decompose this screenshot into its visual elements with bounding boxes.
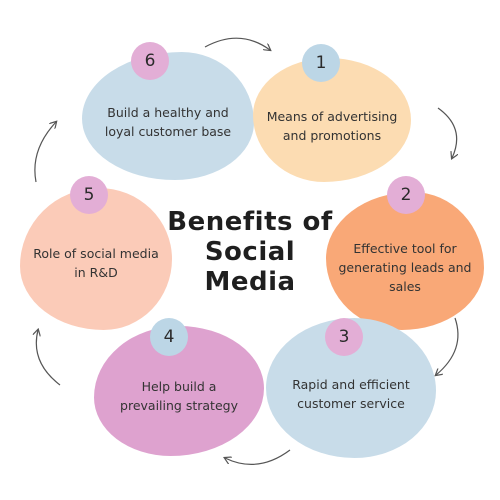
step-6-blob: Build a healthy and loyal customer base: [82, 52, 254, 180]
arrow-5-to-6: [34, 122, 56, 183]
step-1-badge: 1: [302, 44, 340, 82]
step-6-badge: 6: [131, 42, 169, 80]
step-1-blob: Means of advertising and promotions: [253, 58, 411, 182]
arrow-1-to-2: [437, 107, 457, 158]
step-4-badge: 4: [150, 318, 188, 356]
step-1-text: Means of advertising and promotions: [266, 109, 398, 143]
step-5-text: Role of social media in R&D: [33, 246, 159, 280]
diagram-title: Benefits of Social Media: [167, 207, 333, 297]
step-2-badge: 2: [387, 176, 425, 214]
step-2-text: Effective tool for generating leads and …: [338, 240, 472, 294]
arrow-2-to-3: [436, 317, 459, 375]
step-3-badge: 3: [325, 318, 363, 356]
step-3-text: Rapid and efficient customer service: [292, 377, 410, 411]
step-5-badge: 5: [70, 176, 108, 214]
arrow-6-to-1: [204, 37, 270, 50]
arrow-4-to-5: [36, 330, 61, 386]
step-6-text: Build a healthy and loyal customer base: [104, 105, 232, 139]
step-5-blob: Role of social media in R&D: [20, 188, 172, 330]
step-2-blob: Effective tool for generating leads and …: [326, 192, 484, 330]
arrow-3-to-4: [225, 449, 291, 465]
step-4-text: Help build a prevailing strategy: [120, 379, 238, 413]
